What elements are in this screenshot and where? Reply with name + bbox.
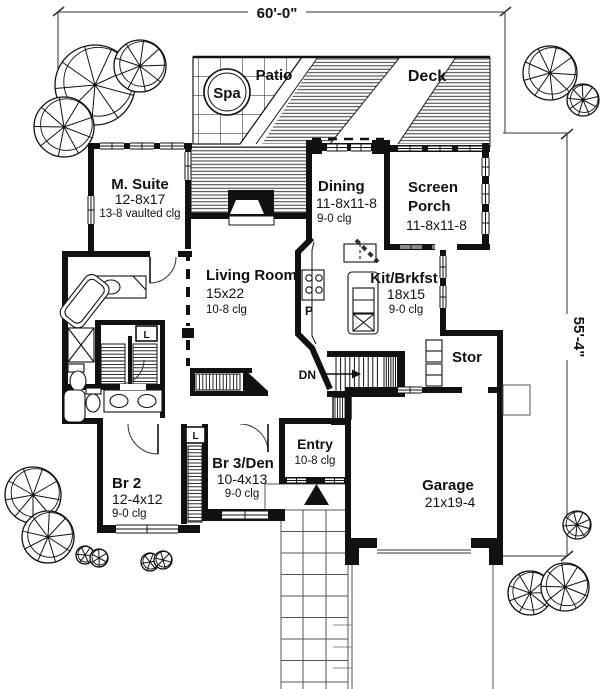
room-label-kitchen: Kit/Brkfst [370, 270, 438, 287]
room-clg-br3: 9-0 clg [225, 488, 260, 500]
fireplace-icon [228, 190, 275, 226]
closet-rods [100, 343, 241, 523]
room-label-garage: Garage [422, 477, 474, 494]
room-size-garage: 21x19-4 [425, 494, 476, 510]
kitchen-bay-walls [295, 235, 333, 391]
toilet2-icon [85, 387, 102, 395]
room-clg-dining: 9-0 clg [317, 213, 352, 225]
linen-label-1: L [143, 330, 149, 341]
island-icon [347, 271, 379, 335]
deck-label: Deck [408, 68, 446, 85]
patio-label: Patio [256, 67, 293, 84]
entry-direction-icon [304, 484, 329, 505]
cooktop-icon [301, 269, 325, 301]
room-label-stor: Stor [452, 349, 482, 366]
room-labels: M. Suite 12-8x17 13-8 vaulted clg Dining… [99, 176, 482, 520]
room-clg-entry: 10-8 clg [295, 455, 336, 467]
room-size-m-suite: 12-8x17 [115, 191, 166, 207]
bath-fixtures [59, 273, 163, 423]
room-label-porch: Porch [408, 198, 451, 215]
tub-icon [59, 273, 110, 329]
trees [4, 39, 600, 616]
room-label-dining: Dining [318, 178, 365, 195]
linen-closets [135, 325, 206, 444]
room-clg-living: 10-8 clg [206, 304, 247, 316]
kitchen-fixtures [301, 241, 443, 387]
spa-label: Spa [213, 85, 241, 102]
room-clg-m-suite: 13-8 vaulted clg [99, 208, 180, 220]
tub2-icon [63, 389, 86, 423]
front-stoop [264, 483, 349, 511]
stairs-down-label: DN [299, 368, 316, 382]
room-size-br2: 12-4x12 [112, 491, 163, 507]
room-size-dining: 11-8x11-8 [316, 195, 377, 211]
room-label-br3: Br 3/Den [212, 455, 274, 472]
room-size-screen-porch: 11-8x11-8 [406, 217, 467, 233]
room-label-br2: Br 2 [112, 475, 141, 492]
room-size-br3: 10-4x13 [217, 471, 268, 487]
room-size-living: 15x22 [206, 285, 244, 301]
spa-tub-icon [203, 68, 251, 116]
door-swings [119, 256, 269, 455]
windows-and-doors [87, 142, 490, 534]
driveway [333, 560, 494, 689]
dim-width-label: 60'-0" [257, 5, 298, 22]
room-clg-kitchen: 9-0 clg [389, 304, 424, 316]
linen-label-2: L [192, 431, 198, 442]
room-clg-br2: 9-0 clg [112, 508, 147, 520]
room-size-kitchen: 18x15 [387, 286, 425, 302]
marker-labels: DN P L L [143, 304, 316, 442]
deck [190, 55, 491, 214]
room-label-living: Living Room [206, 267, 297, 284]
dim-height-label: 55'-4" [570, 317, 587, 358]
room-label-m-suite: M. Suite [111, 176, 169, 193]
room-label-entry: Entry [297, 436, 333, 452]
misc-lines [354, 238, 531, 554]
patio [192, 56, 304, 145]
stairs-arrow [322, 369, 361, 379]
front-walkway [280, 509, 349, 689]
room-label-screen: Screen [408, 179, 458, 196]
pantry-label: P [305, 304, 313, 318]
